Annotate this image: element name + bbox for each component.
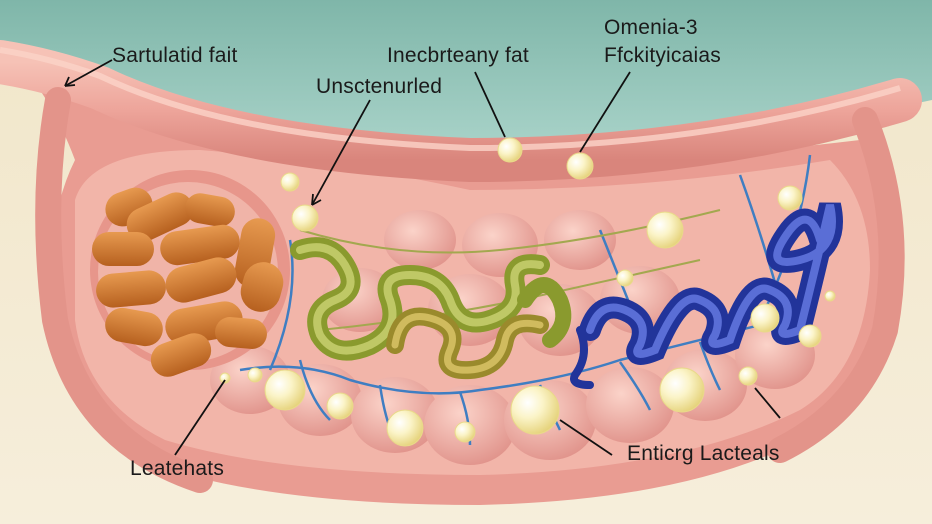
label-unsaturated: Unsctenurled — [316, 75, 443, 98]
omega-3-coil — [570, 202, 843, 389]
unsaturated-fat-chains — [290, 237, 572, 380]
label-lacteals-right: Enticrg Lacteals — [627, 442, 780, 465]
saturated-fat-molecules — [92, 187, 284, 377]
label-omega-3: Omenia-3 — [604, 16, 698, 39]
fat-droplets — [219, 137, 836, 447]
label-unsaturated-fat-top: Inecbrteany fat — [387, 44, 529, 67]
label-saturated-fat: Sartulatid fait — [112, 44, 238, 67]
label-lacteals-left: Leatehats — [130, 457, 225, 480]
label-omega-3-fatty-acids: Ffckityicaias — [604, 44, 721, 67]
leader-lines — [64, 59, 781, 456]
